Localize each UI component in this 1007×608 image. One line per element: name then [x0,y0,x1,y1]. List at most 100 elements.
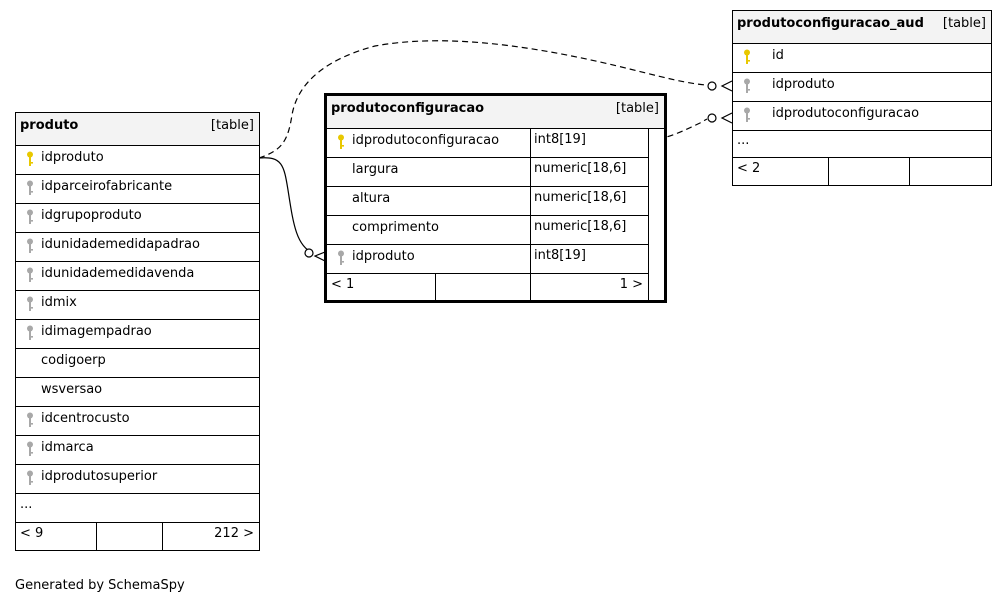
footer-children: 212 > [163,522,259,550]
column-row[interactable]: codigoerp [16,348,259,378]
column-type: int8[19] [534,132,586,147]
column-name: idparceirofabricante [41,179,173,194]
column-name: idgrupoproduto [41,208,142,223]
column-row[interactable]: idproduto int8[19] [327,244,649,274]
column-row[interactable]: idcentrocusto [16,406,259,436]
column-name: comprimento [352,220,439,235]
footer-rows [829,157,910,185]
table-name: produtoconfiguracao [331,101,485,116]
column-name: idproduto [352,249,415,264]
column-name: idprodutoconfiguracao [352,133,500,148]
generated-by-label: Generated by SchemaSpy [15,578,185,593]
column-name: codigoerp [41,353,106,368]
footer-children [910,157,991,185]
foreign-key-icon [744,107,750,122]
primary-key-icon [744,49,750,64]
column-name: idunidademedidapadrao [41,237,200,252]
column-name: idproduto [41,150,104,165]
footer-parents: < 2 [733,157,829,185]
column-name-cell: idprodutoconfiguracao [327,128,531,157]
column-row[interactable]: comprimento numeric[18,6] [327,215,649,245]
column-name: idmarca [41,440,94,455]
table-header: produtoconfiguracao [table] [327,96,664,129]
column-row[interactable]: largura numeric[18,6] [327,157,649,187]
column-row[interactable]: idproduto [16,145,259,175]
column-type: int8[19] [534,248,586,263]
relationship-produto-aud [258,40,733,159]
parents-count: < 9 [20,526,44,541]
footer-rows [97,522,163,550]
table-produto[interactable]: produto [table] idproduto idparceirofabr… [15,112,260,551]
more-columns-row: ... [733,130,991,158]
children-count: 212 > [214,526,254,541]
column-row[interactable]: idprodutoconfiguracao int8[19] [327,128,649,158]
primary-key-icon [338,134,344,149]
foreign-key-icon [27,441,33,456]
children-count: 1 > [619,277,643,292]
table-name: produtoconfiguracao_aud [737,16,924,31]
column-row[interactable]: idimagempadrao [16,319,259,349]
parents-count: < 2 [737,161,761,176]
more-columns-row: ... [16,493,259,523]
column-type-cell: numeric[18,6] [531,215,649,244]
relationship-produtoconfiguracao-aud [647,112,733,142]
footer-parents: < 1 [327,273,436,301]
table-produtoconfiguracao-aud[interactable]: produtoconfiguracao_aud [table] id idpro… [732,10,992,186]
table-footer: < 1 1 > [327,273,649,301]
column-row[interactable]: idmix [16,290,259,320]
column-name: wsversao [41,382,103,397]
column-name-cell: largura [327,157,531,186]
table-footer: < 9 212 > [16,522,259,550]
more-indicator: ... [20,497,33,512]
column-name-cell: idproduto [327,244,531,273]
foreign-key-icon [338,250,344,265]
column-type: numeric[18,6] [534,190,627,205]
column-name: altura [352,191,391,206]
table-kind: [table] [615,101,659,116]
column-row[interactable]: idproduto [733,72,991,102]
primary-key-icon [27,151,33,166]
column-type-cell: numeric[18,6] [531,157,649,186]
column-type-cell: int8[19] [531,244,649,273]
foreign-key-icon [27,238,33,253]
column-name-cell: comprimento [327,215,531,244]
column-name: idprodutosuperior [41,469,158,484]
column-row[interactable]: idprodutoconfiguracao [733,101,991,131]
table-kind: [table] [942,16,986,31]
footer-parents: < 9 [16,522,97,550]
column-row[interactable]: wsversao [16,377,259,407]
foreign-key-icon [27,296,33,311]
foreign-key-icon [27,412,33,427]
table-kind: [table] [210,118,254,133]
column-type: numeric[18,6] [534,219,627,234]
column-type: numeric[18,6] [534,161,627,176]
column-row[interactable]: idprodutosuperior [16,464,259,494]
column-name: idimagempadrao [41,324,152,339]
parents-count: < 1 [331,277,355,292]
table-produtoconfiguracao[interactable]: produtoconfiguracao [table] idprodutocon… [324,93,667,303]
column-row[interactable]: altura numeric[18,6] [327,186,649,216]
column-row[interactable]: idunidademedidavenda [16,261,259,291]
column-row[interactable]: idmarca [16,435,259,465]
foreign-key-icon [27,209,33,224]
column-name: id [772,48,784,63]
relationship-produto-produtoconfiguracao [258,157,326,262]
column-type-cell: numeric[18,6] [531,186,649,215]
table-footer: < 2 [733,157,991,185]
column-row[interactable]: idgrupoproduto [16,203,259,233]
column-row[interactable]: id [733,43,991,73]
column-row[interactable]: idparceirofabricante [16,174,259,204]
column-name: idmix [41,295,77,310]
footer-children: 1 > [531,273,649,301]
foreign-key-icon [27,325,33,340]
column-name: idunidademedidavenda [41,266,195,281]
more-indicator: ... [737,133,750,148]
column-name: idprodutoconfiguracao [772,106,920,121]
table-header: produtoconfiguracao_aud [table] [733,11,991,44]
foreign-key-icon [27,267,33,282]
column-name-cell: altura [327,186,531,215]
foreign-key-icon [27,470,33,485]
footer-rows [436,273,531,301]
column-row[interactable]: idunidademedidapadrao [16,232,259,262]
